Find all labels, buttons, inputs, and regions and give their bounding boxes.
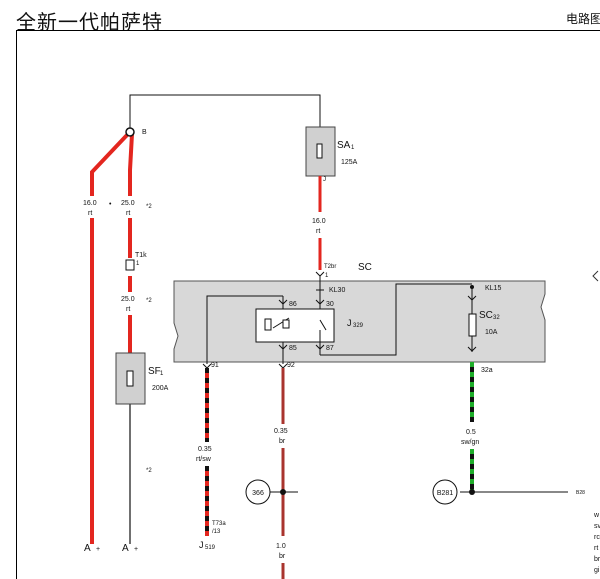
wire-92-lower-gauge: 1.0: [276, 543, 286, 550]
connector-t1k-pin: 1: [136, 261, 140, 267]
legend-fragment-1: w: [593, 512, 600, 519]
expand-arrow-icon: [592, 270, 599, 282]
wire-left-a-gauge: 16.0: [83, 200, 97, 207]
wire-92-gauge: 0.35: [274, 428, 288, 435]
relay-pin-87: 87: [326, 345, 334, 352]
wire-top-loop: [129, 94, 321, 130]
wire-91-gauge: 0.35: [198, 446, 212, 453]
fuse-sf1-label: SF: [148, 366, 161, 377]
pin-32a-label: 32a: [481, 367, 493, 374]
connector-t2br-label: T2br: [324, 264, 336, 270]
ref-b281-label: B281: [437, 490, 453, 497]
fuse-sf1-element: [126, 370, 134, 387]
module-j519-label: J: [199, 540, 204, 550]
left-border: [16, 30, 17, 579]
node-366: [280, 489, 286, 495]
relay-j329-sub: 329: [353, 323, 364, 329]
terminal-a-left-plus: +: [96, 546, 100, 553]
fuse-sc32-label: SC: [479, 310, 493, 321]
wire-32a-color: sw/gn: [461, 439, 479, 446]
legend-fragment-6: gi: [594, 567, 600, 574]
relay-armature: [282, 319, 290, 329]
pin-92-arrow: [278, 363, 288, 369]
connector-t1k-label: T1k: [135, 252, 147, 259]
node-b281: [469, 489, 475, 495]
relay-pin86-arrow: [278, 299, 288, 305]
sc32-connector-arrow: [467, 346, 477, 352]
wire-91-color: rt/sw: [196, 456, 212, 463]
fuse-sc32-element: [468, 313, 477, 337]
connector-t73a-label: T73a: [212, 521, 226, 527]
wire-kl15: [320, 283, 472, 356]
wire-92-color: br: [279, 438, 286, 445]
fuse-sa1-pin: J: [323, 177, 326, 183]
legend-fragment-4: rt: [594, 545, 598, 552]
wire-left-c-color: rt: [126, 306, 130, 313]
wire-left-c-note: *2: [146, 298, 152, 304]
wire-left-b-gauge: 25.0: [121, 200, 135, 207]
fuse-sf1-rating: 200A: [152, 385, 169, 392]
wire-left-red-25: [128, 133, 134, 196]
connector-t2br-pin: 1: [325, 273, 329, 279]
module-sc-body: [173, 280, 546, 363]
terminal-a-left: A: [84, 543, 91, 554]
fuse-sa1-element: [316, 143, 323, 159]
wire-internal-91: [206, 295, 283, 364]
ref-b281-circle: [432, 479, 458, 505]
ref-366-label: 366: [252, 490, 264, 497]
relay-pin30-arrow: [315, 299, 325, 305]
relay-switch: [319, 319, 327, 331]
fuse-sc32-sub: 32: [493, 315, 500, 321]
relay-pin-85: 85: [289, 345, 297, 352]
module-sc-label: SC: [358, 262, 372, 273]
wire-sa1-color: rt: [316, 228, 320, 235]
node-b-label: B: [142, 129, 147, 136]
wire-left-dot: •: [109, 201, 112, 208]
pin-kl15-label: KL15: [485, 285, 501, 292]
legend-fragment-5: br: [594, 556, 600, 563]
terminal-a-right: A: [122, 543, 129, 554]
label-b28: B28: [576, 490, 585, 496]
fuse-sc32-rating: 10A: [485, 329, 498, 336]
page-section-label: 电路图: [566, 12, 600, 26]
relay-pin87-arrow: [315, 344, 325, 350]
wire-left-b-color: rt: [126, 210, 130, 217]
wire-left-c-gauge: 25.0: [121, 296, 135, 303]
relay-pin-86: 86: [289, 301, 297, 308]
fuse-sa1-label: SA: [337, 140, 351, 151]
module-j519-sub: 519: [205, 545, 216, 551]
wire-32a-gauge: 0.5: [466, 429, 476, 436]
fuse-sa1-sub: 1: [351, 145, 355, 151]
fuse-sa1-rating: 125A: [341, 159, 358, 166]
connector-t1k: [125, 259, 135, 271]
wire-92-lower-color: br: [279, 553, 286, 560]
header-rule: [16, 30, 600, 31]
ref-366-circle: [245, 479, 271, 505]
wire-sa1-gauge: 16.0: [312, 218, 326, 225]
legend-fragment-3: rc: [594, 534, 600, 541]
relay-j329-label: J: [347, 318, 352, 328]
pin-91-arrow: [202, 363, 212, 369]
kl15-connector-arrow: [467, 295, 477, 301]
fuse-sf1-sub: 1: [160, 371, 164, 377]
connector-t73a-pin: /13: [212, 529, 221, 535]
relay-coil: [264, 318, 272, 331]
terminal-a-right-plus: +: [134, 546, 138, 553]
legend-fragment-2: sv: [594, 523, 600, 530]
pin-92-label: 92: [287, 362, 295, 369]
wire-left-b-note: *2: [146, 204, 152, 210]
note-bottom: *2: [146, 468, 152, 474]
wire-left-a-color: rt: [88, 210, 92, 217]
pin-91-label: 91: [211, 362, 219, 369]
pin-kl30-label: KL30: [329, 287, 345, 294]
relay-pin85-arrow: [278, 344, 288, 350]
node-b: [125, 127, 135, 137]
relay-pin-30: 30: [326, 301, 334, 308]
connector-t2br-symbol: [315, 271, 325, 277]
wire-left-red-16: [90, 132, 130, 196]
